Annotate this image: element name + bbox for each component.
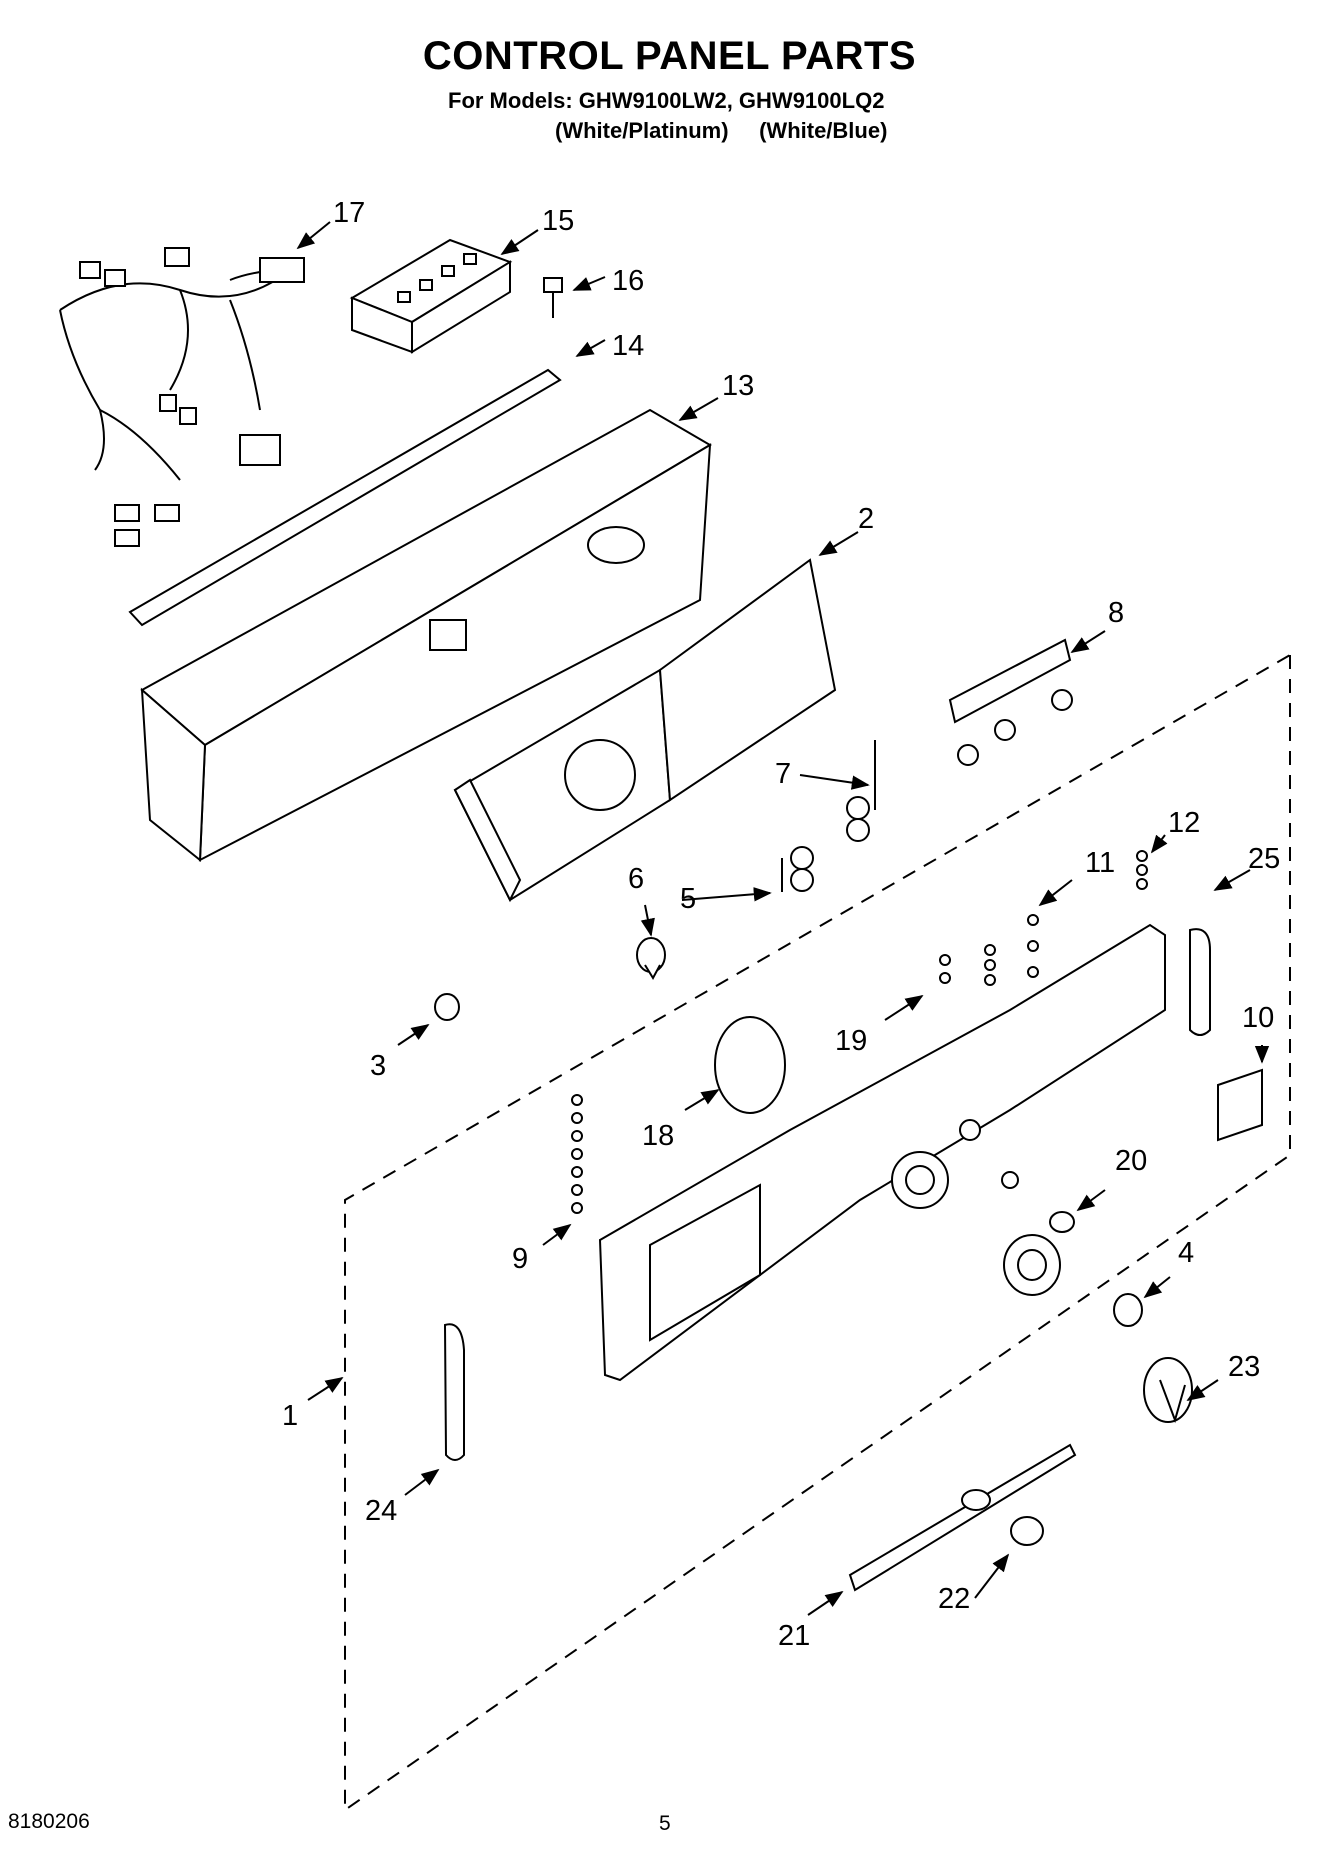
wire-harness [59, 247, 305, 547]
selector-bezel [1003, 1211, 1075, 1296]
push-button-pair [781, 846, 814, 892]
page-number: 5 [659, 1812, 671, 1835]
callout-6: 6 [628, 863, 644, 895]
console-bracket-strip [128, 368, 562, 627]
callout-20: 20 [1115, 1145, 1147, 1177]
callout-13: 13 [722, 370, 754, 402]
callout-5: 5 [680, 883, 696, 915]
light-pipe-cluster [984, 914, 1039, 986]
screw [543, 277, 563, 318]
callout-4: 4 [1178, 1237, 1194, 1269]
callout-14: 14 [612, 330, 644, 362]
knob-cap-large [1113, 1293, 1143, 1327]
callout-15: 15 [542, 205, 574, 237]
colors-line: (White/Platinum) (White/Blue) [555, 118, 888, 143]
callout-24: 24 [365, 1495, 397, 1527]
models-line: For Models: GHW9100LW2, GHW9100LQ2 [448, 88, 885, 113]
callout-10: 10 [1242, 1002, 1274, 1034]
callout-19: 19 [835, 1025, 867, 1057]
callout-3: 3 [370, 1050, 386, 1082]
document-number: 8180206 [8, 1810, 90, 1833]
callout-18: 18 [642, 1120, 674, 1152]
switch-assembly [948, 638, 1073, 766]
light-pipe-column [571, 1094, 583, 1214]
round-cap [1010, 1516, 1044, 1546]
callout-25: 25 [1248, 843, 1280, 875]
callout-16: 16 [612, 265, 644, 297]
console-front [598, 923, 1166, 1382]
callout-7: 7 [775, 758, 791, 790]
callout-2: 2 [858, 503, 874, 535]
electronic-control-module [349, 238, 513, 354]
user-interface-board [453, 558, 837, 903]
push-button-switch [846, 740, 876, 842]
end-trim-left [443, 1323, 465, 1461]
callout-21: 21 [778, 1620, 810, 1652]
callout-11: 11 [1085, 847, 1115, 879]
callout-8: 8 [1108, 597, 1124, 629]
callout-labels: 17 15 16 14 13 2 8 7 12 25 11 6 5 3 19 1… [282, 197, 1280, 1652]
knob-cap [434, 993, 460, 1021]
callout-23: 23 [1228, 1351, 1260, 1383]
light-pipe-pair [939, 954, 951, 984]
callout-1: 1 [282, 1400, 298, 1432]
callout-22: 22 [938, 1583, 970, 1615]
callout-12: 12 [1168, 807, 1200, 839]
knob-small [636, 937, 666, 981]
trim-strip [848, 1443, 1077, 1592]
light-ring [714, 1016, 786, 1114]
callout-arrows [296, 221, 1270, 1616]
callout-17: 17 [333, 197, 365, 229]
callout-9: 9 [512, 1243, 528, 1275]
assembly-dashed-outline [344, 654, 1291, 1812]
light-pipe-small [1136, 850, 1148, 890]
selector-knob [1143, 1357, 1193, 1424]
label-plate [1217, 1068, 1263, 1142]
page-title: CONTROL PANEL PARTS [422, 34, 917, 78]
console-back-panel [140, 408, 712, 863]
end-trim-right [1189, 928, 1211, 1036]
